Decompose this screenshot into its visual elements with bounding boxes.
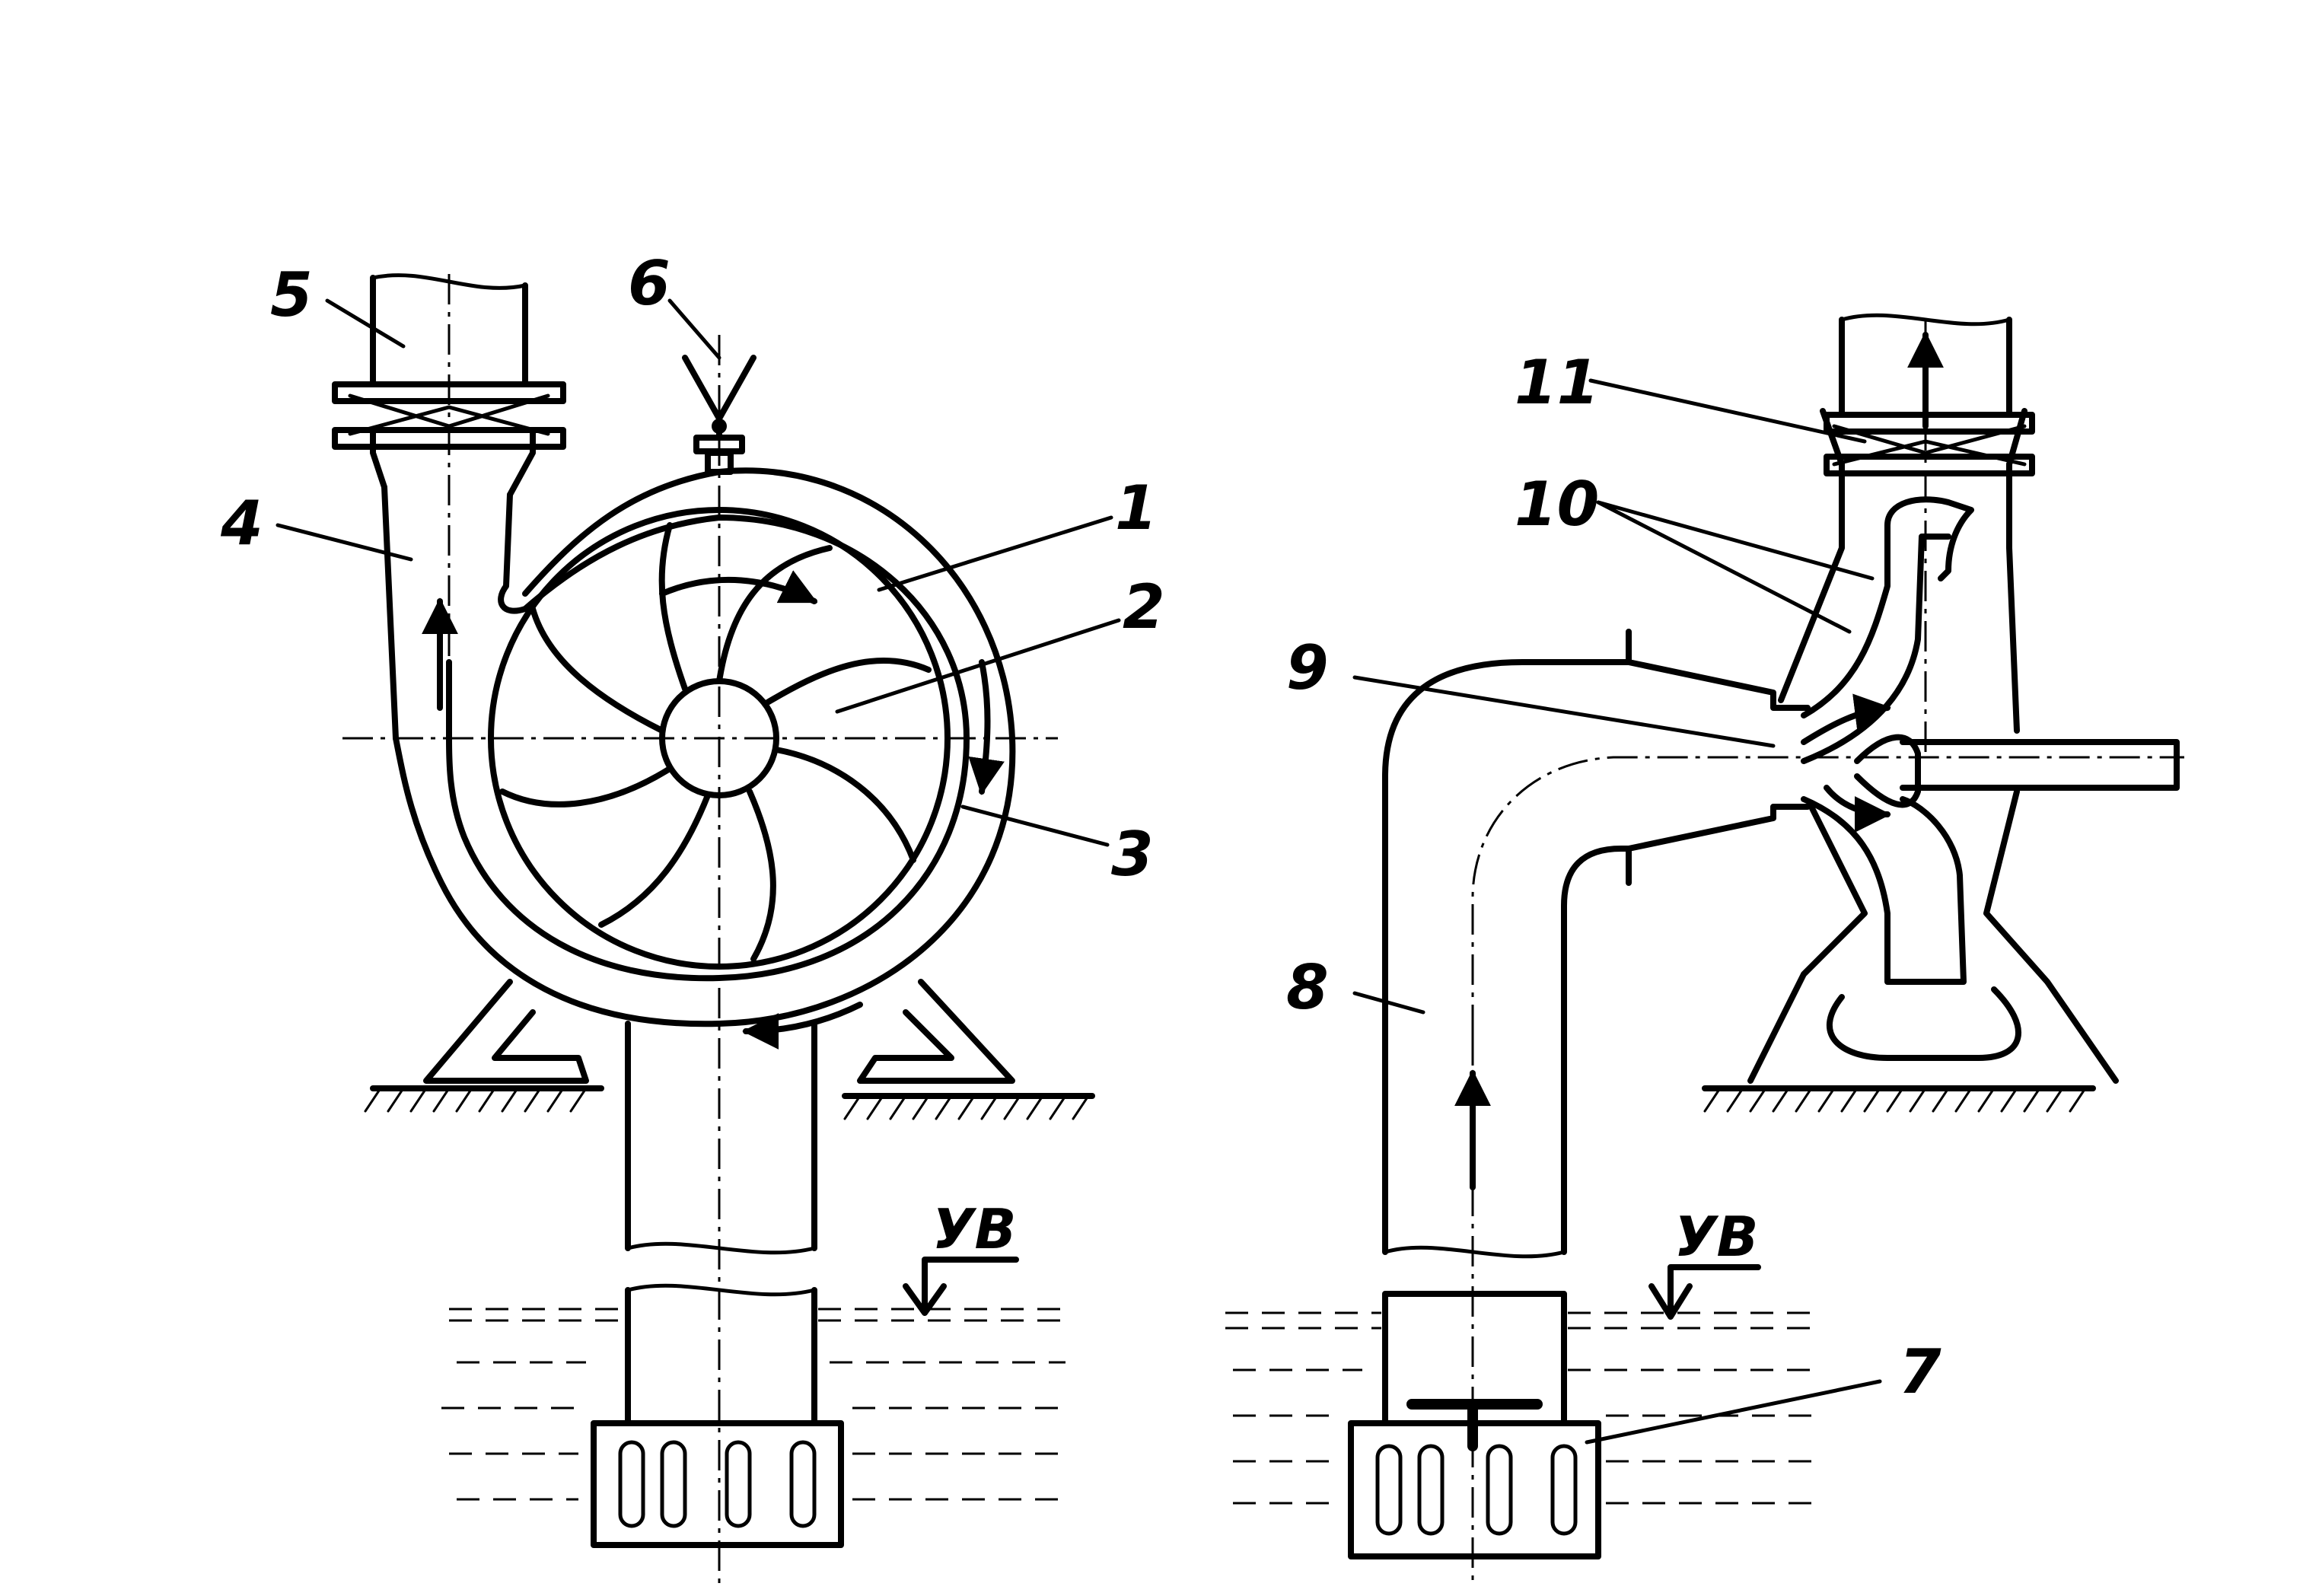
left-strainer-slots [618,1440,817,1528]
suction-pipe-upper [625,1021,817,1251]
pipe-5 [370,275,528,387]
discharge-flange-upper [332,381,566,404]
volute-casing [381,467,1016,1027]
leader-9 [1352,675,1776,748]
discharge-pipe [370,427,536,498]
suction-pipe-lower-right [1382,1291,1567,1426]
left-water-lines [441,1308,1065,1501]
leader-3 [960,804,1110,847]
gate-valve-11 [1832,424,2027,467]
right-pump: УВ 11 10 9 8 7 [1225,313,2184,1583]
impeller-upper-shroud [1801,496,1974,718]
volute-flow-arrow [968,659,1005,795]
casing-right-wall [1983,461,2119,1084]
leader-11 [1588,378,1867,444]
impeller-flow-arrow-up [1801,693,1891,745]
right-water-level-label: УВ [1674,1205,1758,1269]
right-pipe-top [1839,317,2012,418]
callout-3: 3 [1111,819,1154,890]
volute-inner-wall [446,492,970,982]
bottom-flow-arrow [742,1002,863,1050]
air-valve-6 [682,355,757,475]
right-water-lines [1225,1311,1823,1505]
callout-5: 5 [270,260,313,330]
impeller-blades [499,522,932,962]
casing-left-wall [1747,461,1868,1084]
ground-hatch-left [364,1087,1090,1120]
pipe-5-break [371,273,527,290]
left-strainer [591,1420,844,1548]
leader-6 [667,298,721,360]
callout-6: 6 [628,248,671,319]
callout-1: 1 [1115,473,1158,543]
right-flange-upper [1824,412,2035,435]
right-pipe-break [1840,313,2012,327]
suction-pipe-break [1383,1245,1566,1259]
leader-2 [835,618,1121,714]
rotation-arrow [659,570,818,604]
leader-4 [276,523,413,562]
suction-pipe-break-upper [626,1241,817,1255]
impeller-lower-shroud [1801,796,1967,985]
suction-elbow-inner [1561,804,1811,1255]
impeller-hub-section [1854,734,1921,808]
leader-5 [325,298,406,349]
left-support [423,979,589,1084]
right-strainer [1348,1420,1601,1559]
ground-hatch-right [1703,1087,2087,1113]
left-water-level-label: УВ [932,1197,1016,1261]
impeller-flow-arrow-down [1824,785,1891,833]
gate-valve-5 [348,393,550,436]
callout-11: 11 [1515,347,1599,418]
impeller-ring [488,507,951,970]
suction-pipe-break-lower [626,1283,817,1297]
callout-10: 10 [1515,469,1599,540]
leader-8 [1352,991,1425,1015]
left-pump: УВ 5 6 4 1 2 3 [220,248,1165,1583]
right-support [857,979,1015,1084]
casing-base-loop [1826,986,2021,1061]
right-strainer-slots [1375,1444,1578,1536]
right-bend-axis [1471,756,2184,1035]
pump-shaft [1900,739,2180,791]
callout-9: 9 [1286,632,1329,703]
leader-7 [1585,1379,1882,1445]
right-flange-lower [1824,454,2035,476]
suction-elbow-outer [1382,629,1811,1255]
left-water-level-marker [903,1257,1019,1316]
impeller-upper-channel [1801,534,1951,764]
callout-4: 4 [220,488,263,559]
right-water-level-marker [1648,1264,1761,1320]
callout-2: 2 [1123,572,1165,642]
callout-7: 7 [1899,1336,1941,1407]
discharge-flange-lower [332,427,566,450]
suction-pipe-lower [625,1287,817,1426]
leader-10 [1596,500,1875,634]
leader-1 [877,515,1113,592]
callout-8: 8 [1286,952,1329,1023]
